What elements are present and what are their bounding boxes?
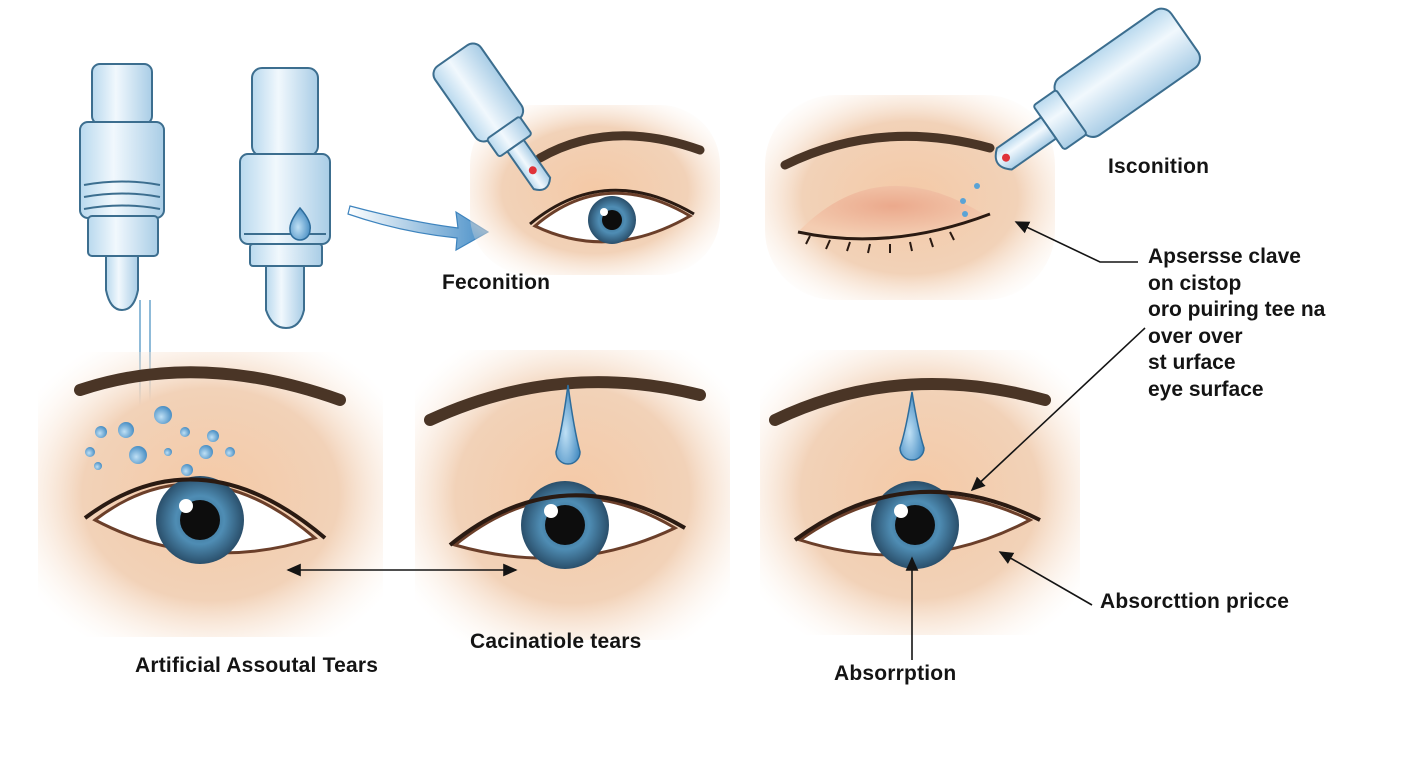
note-line: st urface — [1148, 351, 1236, 374]
eye-bottom-center — [415, 350, 730, 640]
dropper-bottle-tilted-left — [432, 42, 552, 191]
label-cacinatiole-tears: Cacinatiole tears — [470, 630, 642, 653]
callout-lines — [286, 221, 1146, 660]
dropper-bottle-left — [79, 63, 165, 460]
label-artificial-tears: Artificial Assoutal Tears — [135, 654, 379, 677]
tear-drop — [555, 384, 581, 465]
note-line: on cistop — [1148, 271, 1242, 295]
note-line: Apsersse clave — [1148, 245, 1301, 268]
dropper-bottle-tilted-right — [994, 7, 1201, 171]
note-line: eye surface — [1148, 377, 1264, 401]
label-absorption: Absorrption — [834, 662, 957, 685]
eye-bottom-right — [760, 350, 1080, 635]
flow-arrow — [347, 205, 490, 252]
eye-bottom-left — [38, 352, 383, 637]
note-line: oro puiring tee na — [1148, 298, 1326, 321]
note-line: over over — [1148, 324, 1243, 348]
label-absorption-process: Absorcttion pricce — [1100, 590, 1290, 613]
eye-closed-top-right — [765, 95, 1055, 300]
dropper-bottle-middle — [239, 67, 331, 330]
tear-droplets — [85, 406, 235, 476]
callout-note: Apsersse clave on cistop oro puiring tee… — [1148, 244, 1325, 403]
label-isconition: Isconition — [1108, 155, 1210, 178]
eye-top-center — [470, 105, 720, 275]
label-feconition: Feconition — [442, 271, 551, 294]
tear-drop — [899, 391, 925, 461]
